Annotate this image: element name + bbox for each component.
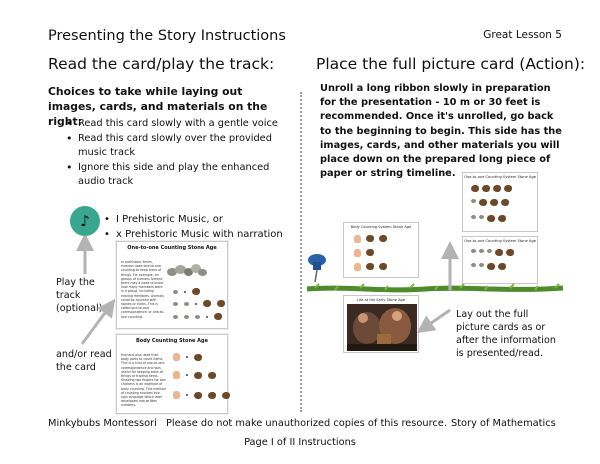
- footer-notice: Please do not make unauthorized copies o…: [166, 418, 447, 429]
- card-title: Life at the Early Stone Age: [356, 298, 406, 302]
- choices-intro: Choices to take while laying out images,…: [48, 85, 268, 128]
- right-section-heading: Place the full picture card (Action):: [316, 55, 586, 73]
- list-item: Read this card slowly over the provided …: [66, 132, 296, 161]
- count-row: [173, 391, 230, 399]
- card-text: In prehistoric times, humans used one-to…: [121, 260, 165, 319]
- choices-list: Read this card slowly with a gentle voic…: [66, 117, 296, 190]
- count-row: [173, 313, 222, 320]
- story-card-body-counting[interactable]: Body Counting Stone Age Humans also used…: [116, 334, 230, 414]
- page-number: Page I of II Instructions: [244, 437, 356, 448]
- list-item: Ignore this side and play the enhanced a…: [66, 161, 296, 190]
- music-options: I Prehistoric Music, or x Prehistoric Mu…: [104, 212, 283, 242]
- music-option-plain[interactable]: I Prehistoric Music, or: [104, 212, 283, 227]
- diagonal-arrow: [80, 298, 116, 345]
- stones-image: [167, 262, 207, 280]
- picture-card-one-to-one-2[interactable]: One-to-one Counting System Stone Age: [462, 236, 538, 284]
- card-text: Humans also used their body parts to cou…: [121, 353, 166, 408]
- card-title: Body Counting Stone Age: [136, 338, 208, 344]
- picture-card-stone-age-scene[interactable]: Life at the Early Stone Age: [343, 295, 419, 353]
- list-item: Read this card slowly with a gentle voic…: [66, 117, 296, 132]
- layout-label: Lay out the full picture cards as or aft…: [456, 309, 556, 359]
- picture-card-one-to-one[interactable]: One-to-one Counting System Stone Age: [462, 172, 538, 232]
- diagonal-arrow: [416, 308, 451, 334]
- push-pin-icon: [308, 254, 326, 283]
- card-title: One-to-one Counting Stone Age: [127, 245, 217, 251]
- cave-scene-image: [347, 304, 417, 351]
- arrows-left: [76, 236, 116, 345]
- read-card-label: and/or read the card: [56, 349, 112, 373]
- picture-card-body-counting[interactable]: Body Counting System Stone Age: [343, 222, 419, 278]
- music-note-icon[interactable]: ♪: [70, 206, 100, 236]
- count-row: [173, 353, 202, 361]
- card-title: One-to-one Counting System Stone Age: [464, 175, 536, 179]
- count-row: [173, 300, 225, 307]
- column-divider: [300, 92, 302, 412]
- timeline-vine: [306, 283, 564, 293]
- music-option-narration[interactable]: x Prehistoric Music with narration: [104, 227, 283, 242]
- footer-series: Story of Mathematics: [451, 418, 556, 429]
- card-title: Body Counting System Stone Age: [350, 225, 412, 229]
- arrows-right: [416, 241, 459, 334]
- card-title: One-to-one Counting System Stone Age: [464, 239, 536, 243]
- story-card-one-to-one[interactable]: One-to-one Counting Stone Age In prehist…: [116, 241, 228, 329]
- lesson-label: Great Lesson 5: [483, 29, 562, 41]
- footer-brand: Minkybubs Montessori: [48, 418, 157, 429]
- count-row: [173, 288, 200, 295]
- left-section-heading: Read the card/play the track:: [48, 55, 275, 73]
- instructions-text: Unroll a long ribbon slowly in preparati…: [320, 83, 562, 180]
- play-track-label: Play the track (optional): [56, 277, 103, 314]
- count-row: [173, 371, 216, 379]
- page-title: Presenting the Story Instructions: [48, 28, 286, 44]
